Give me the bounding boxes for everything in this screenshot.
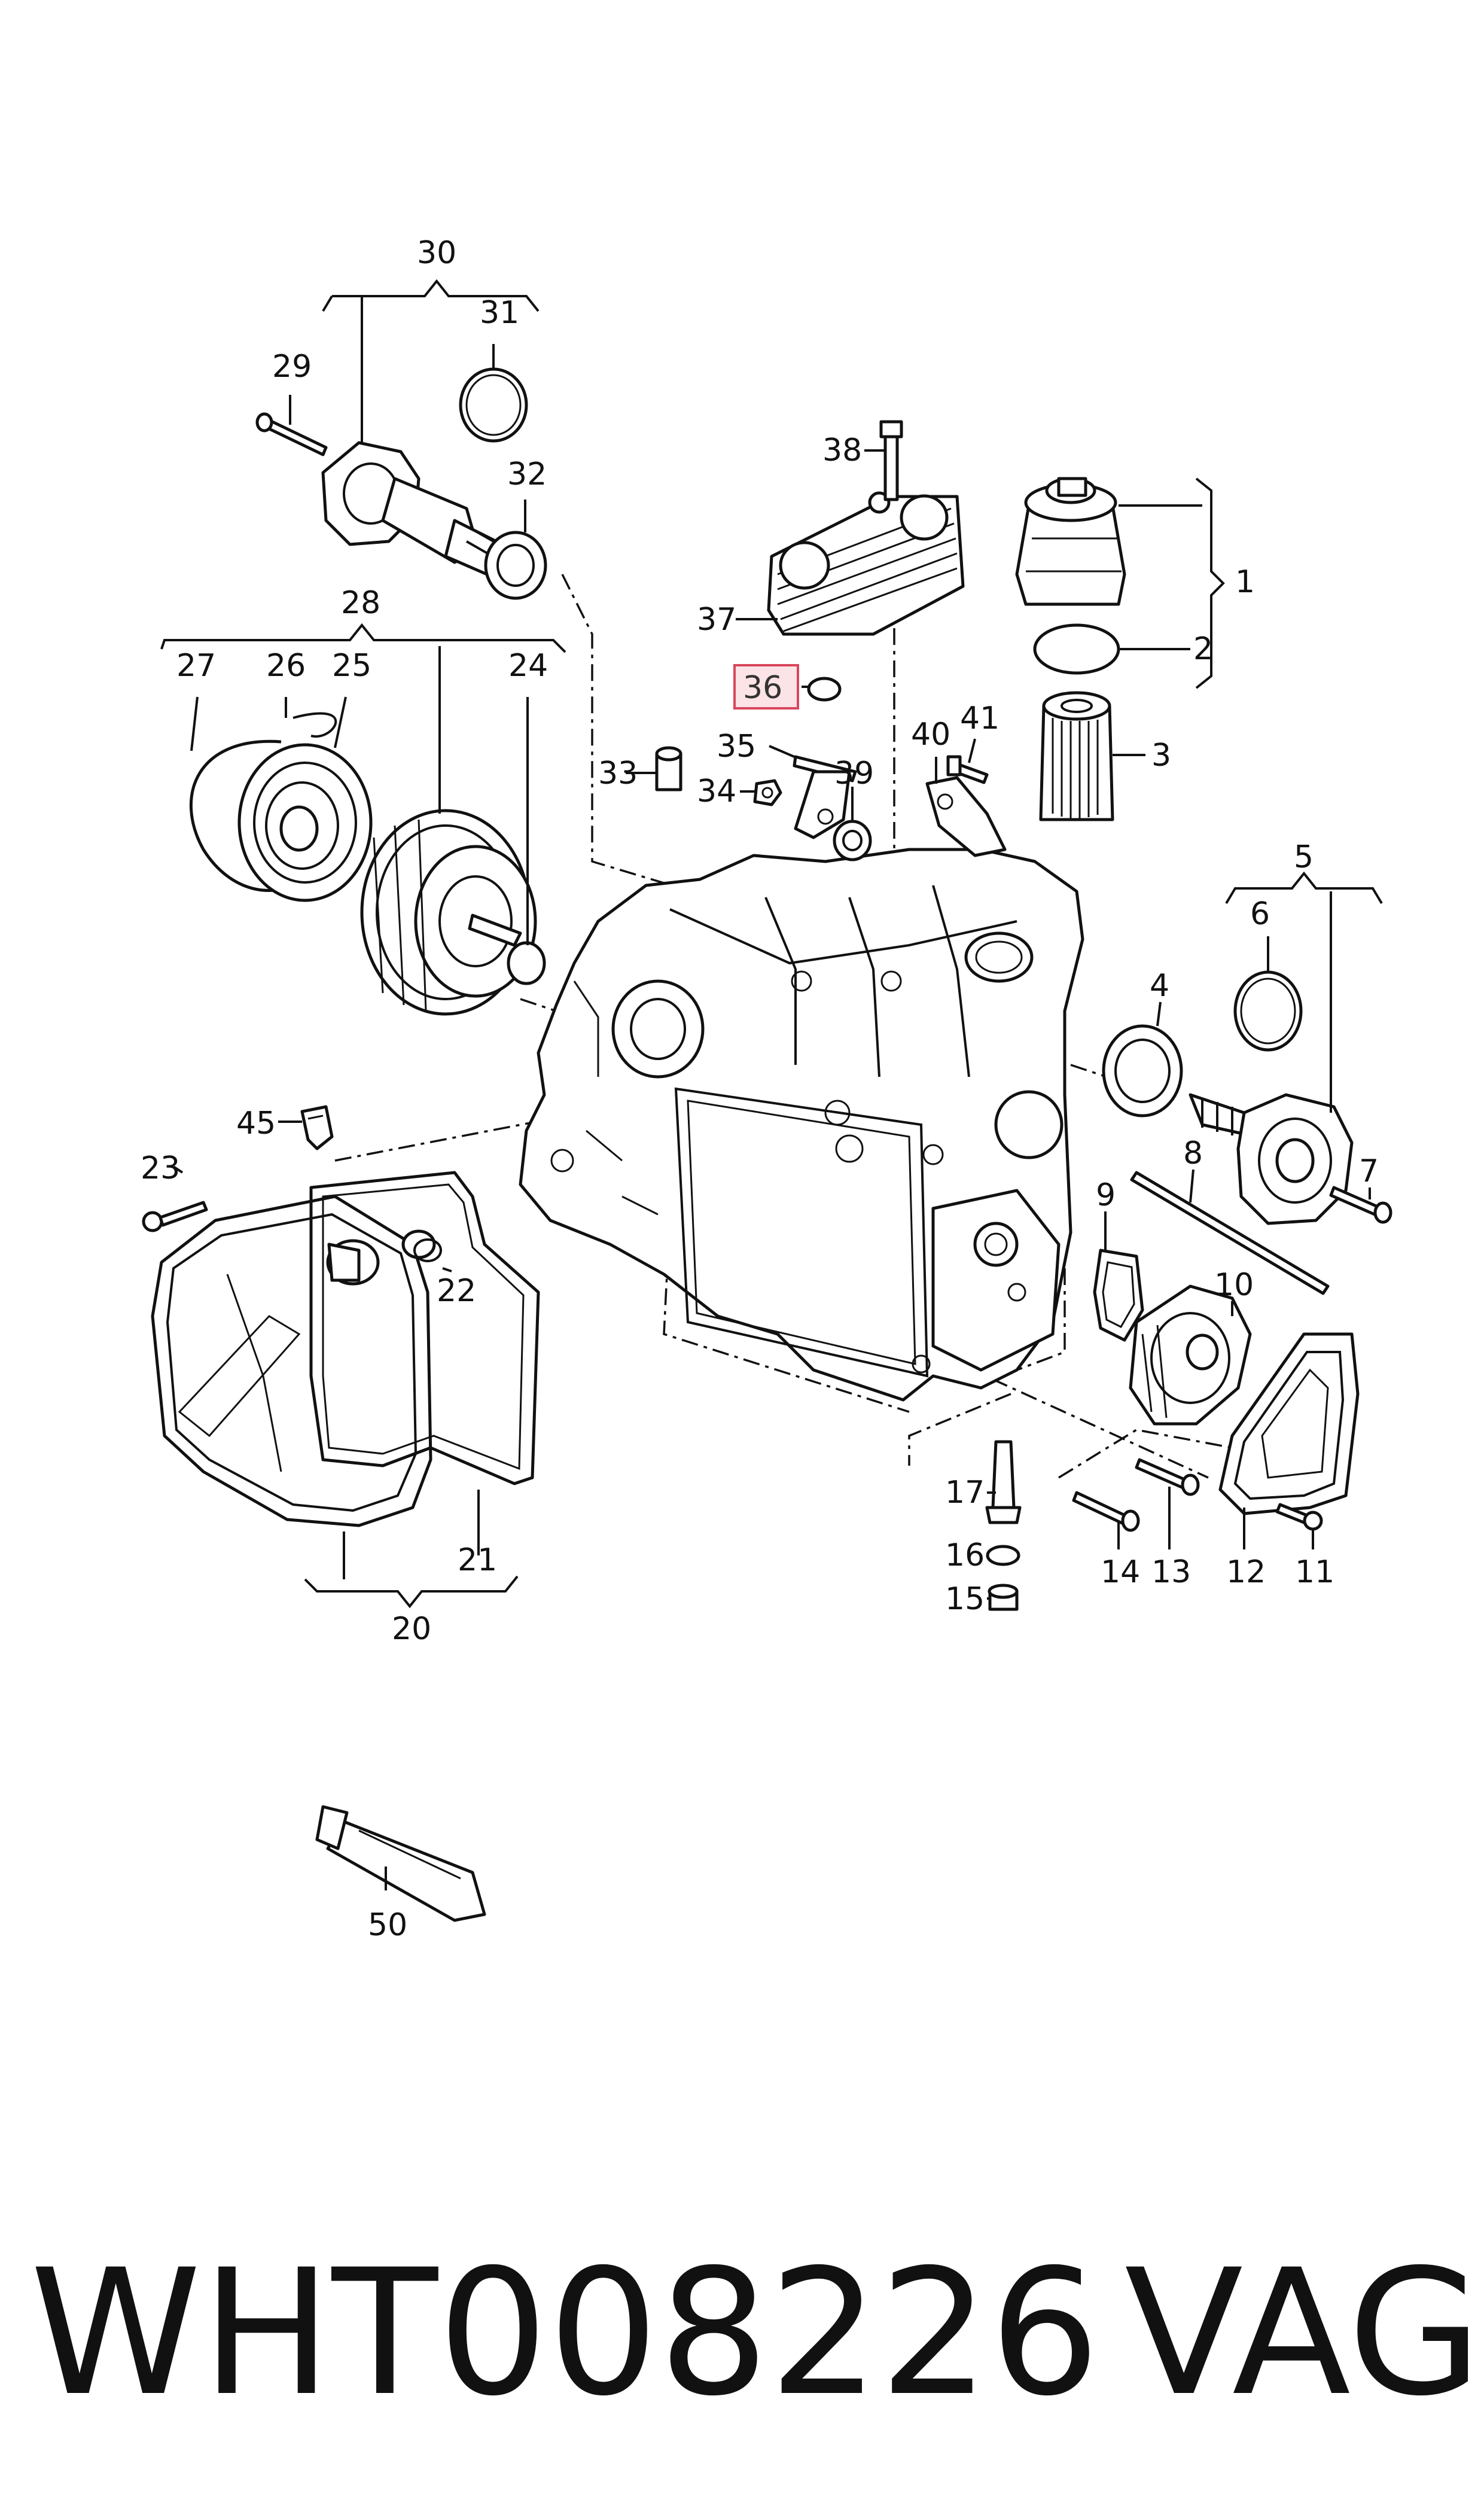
callout-8: 8 bbox=[1183, 1135, 1203, 1171]
sealant-tube-50 bbox=[315, 1805, 486, 1922]
callout-11: 11 bbox=[1295, 1554, 1334, 1590]
oil-seal-32 bbox=[484, 531, 547, 600]
callout-35: 35 bbox=[717, 729, 756, 765]
o-ring-31-inner bbox=[465, 374, 522, 436]
callout-2: 2 bbox=[1193, 631, 1213, 667]
callout-4: 4 bbox=[1150, 968, 1169, 1004]
callout-45: 45 bbox=[236, 1106, 276, 1141]
callout-20: 20 bbox=[392, 1611, 431, 1647]
callout-15: 15 bbox=[945, 1581, 985, 1617]
rod-8 bbox=[1130, 1171, 1330, 1295]
callout-32: 32 bbox=[507, 456, 547, 492]
seal-ring-16 bbox=[986, 1545, 1020, 1566]
bolt-7 bbox=[1329, 1186, 1392, 1224]
o-ring-6 bbox=[1233, 970, 1303, 1052]
callout-27: 27 bbox=[176, 648, 216, 684]
callout-28: 28 bbox=[341, 585, 380, 621]
drain-plug-15 bbox=[988, 1584, 1019, 1611]
pump-10 bbox=[1129, 1284, 1252, 1426]
nut-34 bbox=[753, 779, 782, 806]
callout-17: 17 bbox=[945, 1475, 985, 1511]
level-tube-17 bbox=[985, 1440, 1022, 1524]
brand-label: VAG bbox=[1125, 2233, 1482, 2434]
callout-26: 26 bbox=[266, 648, 306, 684]
caption: WHT008226 VAG bbox=[30, 2233, 1482, 2434]
callout-6: 6 bbox=[1250, 896, 1270, 932]
bolt-11 bbox=[1275, 1503, 1323, 1531]
right-drive-flange-5 bbox=[1189, 1093, 1354, 1225]
oil-filter-housing bbox=[1015, 477, 1126, 606]
o-ring-2 bbox=[1033, 623, 1120, 675]
bolt-14 bbox=[1072, 1491, 1140, 1532]
callout-24: 24 bbox=[508, 648, 548, 684]
filter-element-3 bbox=[1039, 691, 1114, 821]
seal-39 bbox=[833, 820, 872, 861]
o-ring-24 bbox=[507, 941, 546, 985]
o-ring-31 bbox=[459, 367, 528, 443]
callout-31: 31 bbox=[480, 295, 519, 331]
callout-21: 21 bbox=[458, 1542, 497, 1578]
transmission-housing bbox=[519, 848, 1084, 1402]
callout-13: 13 bbox=[1151, 1554, 1191, 1590]
bolt-23 bbox=[142, 1201, 208, 1232]
callout-30: 30 bbox=[417, 235, 456, 271]
callout-10: 10 bbox=[1214, 1267, 1254, 1303]
o-ring-36 bbox=[807, 677, 842, 702]
callout-9: 9 bbox=[1096, 1177, 1116, 1213]
callout-29: 29 bbox=[272, 349, 312, 385]
bolt-13 bbox=[1135, 1458, 1200, 1496]
callout-5: 5 bbox=[1294, 839, 1314, 875]
part-number-label: WHT008226 bbox=[30, 2233, 1100, 2434]
o-ring-6-inner bbox=[1240, 978, 1296, 1045]
callout-23: 23 bbox=[141, 1150, 180, 1186]
callout-39: 39 bbox=[834, 756, 874, 791]
callout-50: 50 bbox=[368, 1907, 407, 1943]
callout-38: 38 bbox=[822, 433, 862, 468]
cover-12 bbox=[1218, 1332, 1360, 1515]
gasket-9 bbox=[1093, 1249, 1144, 1342]
oil-cooler bbox=[767, 420, 965, 636]
callout-16: 16 bbox=[945, 1537, 985, 1573]
highlighted-callout-36[interactable]: 36 bbox=[733, 664, 799, 710]
bracket-35 bbox=[793, 755, 857, 839]
seal-4 bbox=[1102, 1024, 1183, 1118]
clip-45 bbox=[300, 1105, 334, 1150]
callout-34: 34 bbox=[697, 774, 736, 809]
callout-22: 22 bbox=[437, 1273, 476, 1309]
clutch-assembly bbox=[189, 712, 537, 1016]
callout-36: 36 bbox=[743, 670, 782, 706]
leader-lines bbox=[160, 279, 1383, 1890]
oil-pan-20 bbox=[151, 1195, 432, 1527]
callout-40: 40 bbox=[911, 717, 950, 753]
callout-41: 41 bbox=[960, 701, 1000, 736]
callout-14: 14 bbox=[1101, 1554, 1140, 1590]
sleeve-33 bbox=[655, 746, 682, 791]
gasket-21 bbox=[309, 1171, 540, 1485]
bracket-40 bbox=[925, 776, 1007, 857]
callout-37: 37 bbox=[697, 602, 736, 638]
callout-7: 7 bbox=[1359, 1153, 1379, 1189]
bolt-41 bbox=[946, 755, 989, 784]
callout-33: 33 bbox=[598, 756, 638, 791]
callout-1: 1 bbox=[1235, 564, 1255, 600]
plug-22 bbox=[401, 1229, 442, 1262]
callouts: 1 2 3 4 5 6 7 8 9 10 11 12 13 14 15 16 1… bbox=[141, 235, 1379, 1943]
callout-12: 12 bbox=[1226, 1554, 1266, 1590]
callout-25: 25 bbox=[332, 648, 371, 684]
callout-3: 3 bbox=[1151, 738, 1171, 774]
